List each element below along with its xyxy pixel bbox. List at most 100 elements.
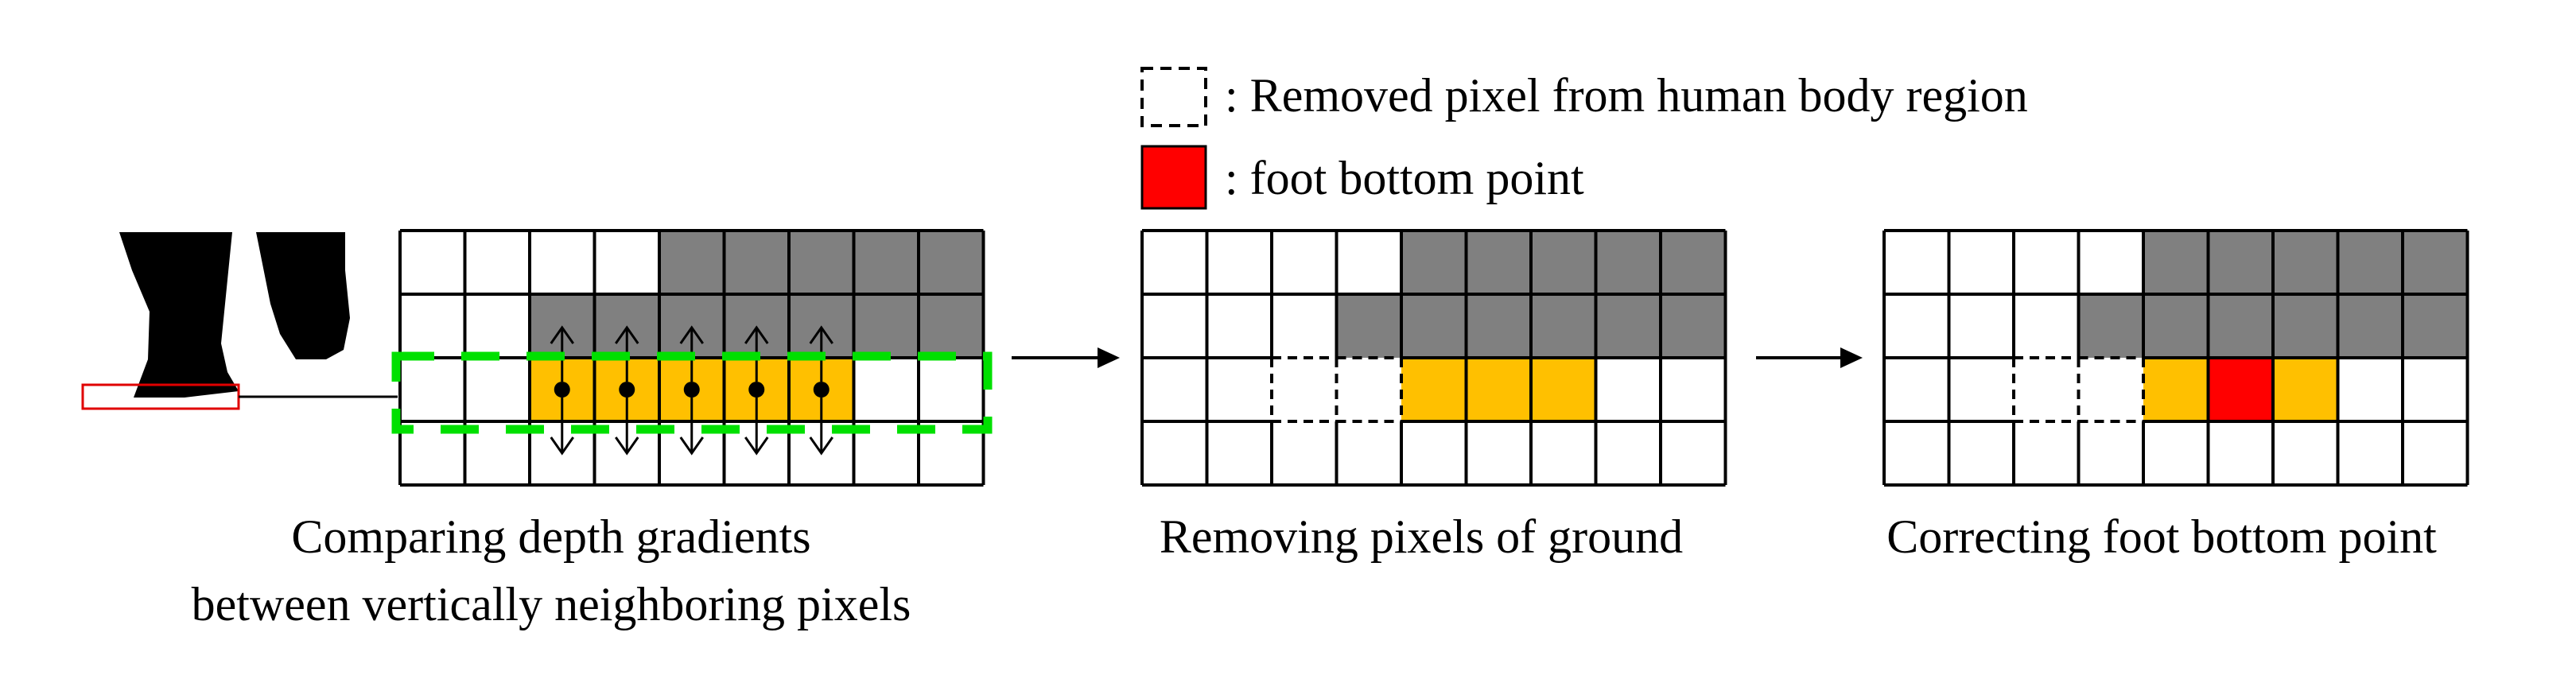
grid-cell-empty xyxy=(1272,421,1337,485)
grid-cell-ground xyxy=(2078,294,2143,358)
gradient-arrowhead-up xyxy=(550,325,574,344)
gradient-arrowhead-down xyxy=(809,436,833,456)
grid-cell-empty xyxy=(1884,421,1949,485)
grid-cell-ground xyxy=(2273,231,2338,294)
gradient-arrowhead-up xyxy=(679,325,704,344)
grid-cell-empty xyxy=(1884,294,1949,358)
grid-cell-empty xyxy=(1206,358,1272,421)
grid-cell-empty xyxy=(1401,421,1467,485)
grid-cell-empty xyxy=(1142,231,1207,294)
grid-cell-ground xyxy=(2403,231,2468,294)
gradient-arrowhead-up xyxy=(809,325,833,344)
grid-cell-empty xyxy=(1949,231,2014,294)
gradient-dot xyxy=(619,382,635,398)
grid-cell-empty xyxy=(2078,421,2143,485)
caption-step2: Removing pixels of ground xyxy=(1160,510,1683,563)
grid-cell-foot xyxy=(1466,358,1531,421)
grid-cell-ground xyxy=(853,294,919,358)
left-foot-silhouette xyxy=(119,232,239,398)
gradient-dot xyxy=(748,382,765,398)
legend-foot-swatch xyxy=(1140,145,1207,210)
caption-step1-line1: Comparing depth gradients xyxy=(291,510,810,563)
grid-cell-ground xyxy=(1336,294,1401,358)
grid-cell-empty xyxy=(464,231,530,294)
grid-cell-empty xyxy=(2014,294,2079,358)
gradient-arrowhead-down xyxy=(744,436,769,456)
grid-cell-empty xyxy=(1949,358,2014,421)
gradient-dot xyxy=(813,382,830,398)
grid-cell-empty xyxy=(853,358,919,421)
legend: : Removed pixel from human body region :… xyxy=(1140,67,2028,210)
grid-cell-foot xyxy=(1401,358,1467,421)
grid-cell-empty xyxy=(1661,358,1726,421)
grid-cell-empty xyxy=(594,231,659,294)
grid-cell-ground xyxy=(1466,231,1531,294)
grid-cell-empty xyxy=(1949,294,2014,358)
grid-cell-ground xyxy=(724,231,789,294)
grid-cell-empty xyxy=(2403,358,2468,421)
gradient-arrowhead-down xyxy=(550,436,574,456)
grid-cell-foot xyxy=(2273,358,2338,421)
grid-cell-empty xyxy=(1206,421,1272,485)
grid-cell-empty xyxy=(1336,421,1401,485)
grid-cell-empty xyxy=(1272,294,1337,358)
step1-to-step2-arrowhead xyxy=(1098,347,1120,368)
grid-cell-empty xyxy=(400,294,465,358)
grid-cell-empty xyxy=(1595,358,1661,421)
grid-cell-removed xyxy=(1272,358,1337,421)
grid-cell-empty xyxy=(464,294,530,358)
grid-step2 xyxy=(1140,229,1727,487)
grid-cell-empty xyxy=(1884,231,1949,294)
grid-cell-empty xyxy=(400,231,465,294)
grid-cell-empty xyxy=(919,358,984,421)
gradient-arrowhead-up xyxy=(615,325,639,344)
foot-silhouette xyxy=(81,232,398,410)
grid-cell-empty xyxy=(2403,421,2468,485)
gradient-arrowhead-down xyxy=(615,436,639,456)
grid-cell-ground xyxy=(919,231,984,294)
grid-cell-foot xyxy=(2143,358,2209,421)
grid-cell-removed xyxy=(1336,358,1401,421)
gradient-dot xyxy=(683,382,700,398)
grid-cell-empty xyxy=(1142,358,1207,421)
grid-cell-ground xyxy=(853,231,919,294)
grid-cell-ground xyxy=(2143,231,2209,294)
right-foot-silhouette xyxy=(256,232,350,359)
grid-cell-empty xyxy=(1272,231,1337,294)
grid-cell-empty xyxy=(530,231,595,294)
grid-cell-ground xyxy=(2337,294,2403,358)
grid-cell-ground xyxy=(1401,294,1467,358)
legend-removed-swatch xyxy=(1140,67,1207,127)
gradient-arrowhead-down xyxy=(679,436,704,456)
grid-cell-empty xyxy=(2014,421,2079,485)
grid-cell-ground xyxy=(1531,294,1596,358)
highlight-region xyxy=(391,351,993,434)
grid-cell-empty xyxy=(1531,421,1596,485)
grid-cell-ground xyxy=(1661,294,1726,358)
grid-cell-empty xyxy=(2273,421,2338,485)
grid-cell-ground xyxy=(1466,294,1531,358)
grid-cell-ground xyxy=(1401,231,1467,294)
gradient-arrowhead-up xyxy=(744,325,769,344)
grid-cell-ground xyxy=(2273,294,2338,358)
grid-cell-empty xyxy=(2337,421,2403,485)
legend-foot-label: : foot bottom point xyxy=(1225,152,1584,204)
grid-cell-ground xyxy=(919,294,984,358)
grid-cell-empty xyxy=(1206,294,1272,358)
caption-step3: Correcting foot bottom point xyxy=(1886,510,2437,563)
grid-cell-empty xyxy=(2014,231,2079,294)
grid-cell-empty xyxy=(1949,421,2014,485)
grid-cell-ground xyxy=(2337,231,2403,294)
grid-step3 xyxy=(1882,229,2469,487)
grid-cell-empty xyxy=(2143,421,2209,485)
grid-cell-ground xyxy=(1595,294,1661,358)
grid-cell-empty xyxy=(464,358,530,421)
caption-step1-line2: between vertically neighboring pixels xyxy=(192,578,911,630)
grid-cell-empty xyxy=(400,358,465,421)
grid-cell-empty xyxy=(2078,231,2143,294)
grid-cell-ground xyxy=(1661,231,1726,294)
grid-cell-bottom xyxy=(2208,358,2273,421)
grid-cell-ground xyxy=(659,231,725,294)
grid-cell-ground xyxy=(1531,231,1596,294)
